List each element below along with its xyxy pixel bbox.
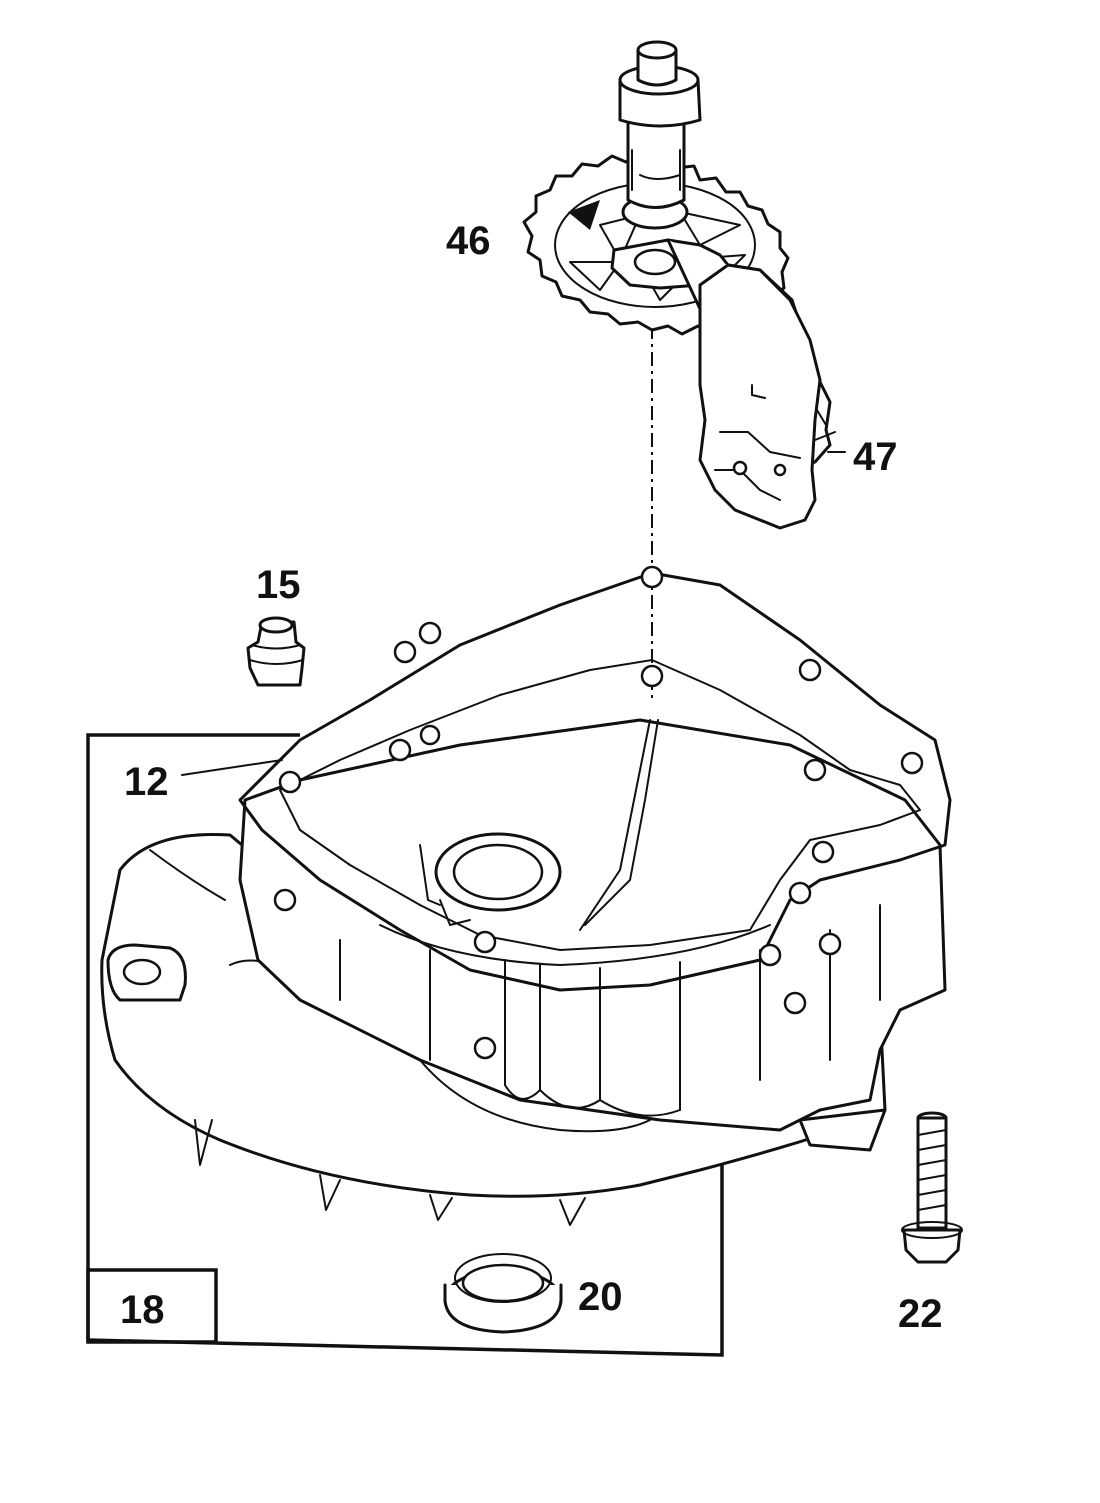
label-part-47: 47 <box>853 435 898 479</box>
label-part-18: 18 <box>120 1288 165 1332</box>
part-47-governor-assembly <box>610 238 836 530</box>
part-18-label-box <box>86 1268 218 1344</box>
part-12-leader <box>181 759 283 776</box>
part-12-gasket <box>238 565 952 1060</box>
label-part-46: 46 <box>446 219 491 263</box>
label-part-22: 22 <box>898 1292 943 1336</box>
label-part-20: 20 <box>578 1275 623 1319</box>
part-20-oil-seal <box>443 1253 563 1334</box>
label-part-15: 15 <box>256 563 301 607</box>
label-part-12: 12 <box>124 760 169 804</box>
part-15-plug <box>246 616 306 687</box>
part-22-bolt <box>901 1111 963 1264</box>
crankcase-sump <box>100 718 947 1226</box>
